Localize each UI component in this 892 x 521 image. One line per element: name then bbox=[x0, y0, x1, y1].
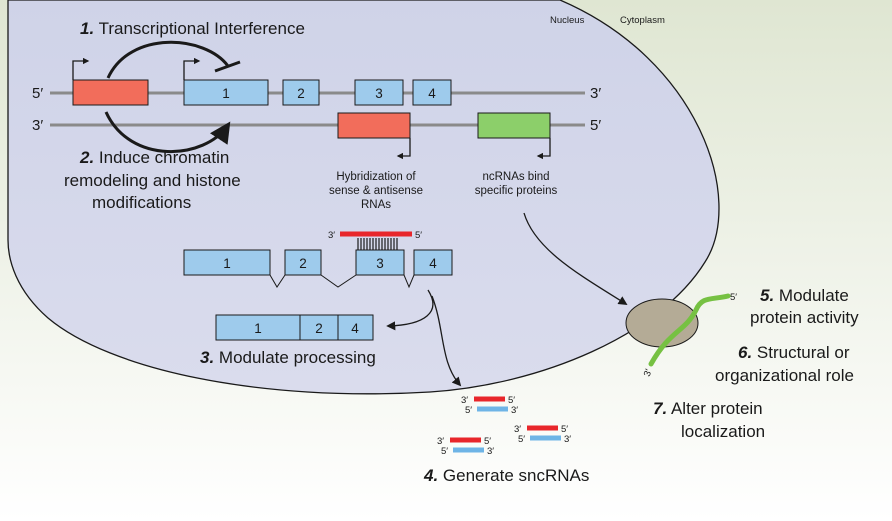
base-pairing-hatch bbox=[357, 238, 398, 250]
svg-text:5′: 5′ bbox=[441, 446, 448, 457]
ncrna-strand bbox=[648, 293, 731, 367]
exon-4 bbox=[412, 79, 452, 106]
bind-caption-1: ncRNAs bind bbox=[482, 171, 549, 183]
mechanism-7-line2: localization bbox=[681, 422, 765, 441]
hybrid-3prime-label: 3′ bbox=[328, 230, 335, 241]
ncrna-5prime-label: 5′ bbox=[730, 292, 737, 303]
antisense-transcript-red bbox=[337, 112, 411, 139]
tss-arrow-ncrna bbox=[72, 57, 90, 80]
svg-text:5′: 5′ bbox=[508, 395, 515, 406]
svg-text:5′: 5′ bbox=[518, 434, 525, 445]
mrna-exon-4-label: 4 bbox=[351, 321, 359, 336]
mrna-exon-1 bbox=[215, 314, 301, 341]
cytoplasm-label: Cytoplasm bbox=[620, 15, 665, 26]
chromatin-arc bbox=[104, 111, 231, 153]
svg-text:3′: 3′ bbox=[511, 405, 518, 416]
antisense-transcript-green bbox=[477, 112, 551, 139]
premrna-exon-3 bbox=[355, 249, 405, 276]
svg-text:3′: 3′ bbox=[514, 424, 521, 435]
svg-text:5′: 5′ bbox=[561, 424, 568, 435]
mrna-exon-1-label: 1 bbox=[254, 321, 262, 336]
premrna-exon-4 bbox=[413, 249, 453, 276]
exon-2-label: 2 bbox=[297, 86, 305, 101]
nucleus-label: Nucleus bbox=[550, 15, 585, 26]
exon-1 bbox=[183, 79, 269, 106]
mechanism-6-line2: organizational role bbox=[715, 366, 854, 385]
premrna-exon-4-label: 4 bbox=[429, 256, 437, 271]
mechanism-1-title: 1. Transcriptional Interference bbox=[80, 19, 305, 38]
exon-4-label: 4 bbox=[428, 86, 436, 101]
premrna-exon-2 bbox=[284, 249, 322, 276]
premrna-exon-3-label: 3 bbox=[376, 256, 384, 271]
intron-splices bbox=[269, 274, 415, 289]
mechanism-2-title: 2. Induce chromatin bbox=[79, 148, 229, 167]
exon-3-label: 3 bbox=[375, 86, 383, 101]
interference-block-icon bbox=[214, 60, 241, 73]
processing-arrow bbox=[386, 289, 434, 331]
interference-arc bbox=[106, 40, 230, 79]
tss-arrow-gene bbox=[183, 57, 201, 80]
sncrna-duplex-1: 3′ 5′ 5′ 3′ bbox=[461, 395, 518, 416]
binding-arrow bbox=[523, 212, 628, 305]
sncrna-duplex-2: 3′ 5′ 5′ 3′ bbox=[514, 424, 571, 445]
hybrid-caption-3: RNAs bbox=[361, 199, 391, 211]
mrna-exon-4 bbox=[337, 314, 374, 341]
svg-text:3′: 3′ bbox=[564, 434, 571, 445]
mechanism-5-line2: protein activity bbox=[750, 308, 859, 327]
svg-text:5′: 5′ bbox=[465, 405, 472, 416]
mrna-exon-2-label: 2 bbox=[315, 321, 323, 336]
mechanism-4-title: 4. Generate sncRNAs bbox=[423, 466, 589, 485]
exon-3 bbox=[354, 79, 404, 106]
svg-text:5′: 5′ bbox=[484, 436, 491, 447]
mechanism-5-title: 5. Modulate bbox=[760, 286, 849, 305]
tss-arrow-red-antisense bbox=[396, 138, 411, 160]
strand-bottom-right-label: 5′ bbox=[590, 117, 601, 134]
mechanism-3-title: 3. Modulate processing bbox=[200, 348, 376, 367]
hybrid-5prime-label: 5′ bbox=[415, 230, 422, 241]
svg-text:3′: 3′ bbox=[487, 446, 494, 457]
hybrid-caption-1: Hybridization of bbox=[336, 171, 416, 183]
mechanism-2-line2: remodeling and histone bbox=[64, 171, 241, 190]
premrna-exon-2-label: 2 bbox=[299, 256, 307, 271]
bind-caption-2: specific proteins bbox=[475, 185, 558, 197]
strand-bottom-left-label: 3′ bbox=[32, 117, 43, 134]
premrna-exon-1 bbox=[183, 249, 271, 276]
hybrid-caption-2: sense & antisense bbox=[329, 185, 423, 197]
strand-top-right-label: 3′ bbox=[590, 85, 601, 102]
exon-2 bbox=[282, 79, 320, 106]
antisense-ncrna-gene bbox=[72, 79, 149, 106]
sncrna-arrow bbox=[431, 295, 462, 387]
premrna-exon-1-label: 1 bbox=[223, 256, 231, 271]
strand-top-left-label: 5′ bbox=[32, 85, 43, 102]
mechanism-6-title: 6. Structural or bbox=[738, 343, 850, 362]
svg-text:3′: 3′ bbox=[437, 436, 444, 447]
tss-arrow-green-antisense bbox=[536, 138, 551, 160]
mechanism-7-title: 7. Alter protein bbox=[653, 399, 763, 418]
sncrna-duplex-3: 3′ 5′ 5′ 3′ bbox=[437, 436, 494, 457]
ncrna-3prime-label: 3′ bbox=[642, 368, 655, 379]
mechanism-2-line3: modifications bbox=[92, 193, 191, 212]
exon-1-label: 1 bbox=[222, 86, 230, 101]
svg-text:3′: 3′ bbox=[461, 395, 468, 406]
